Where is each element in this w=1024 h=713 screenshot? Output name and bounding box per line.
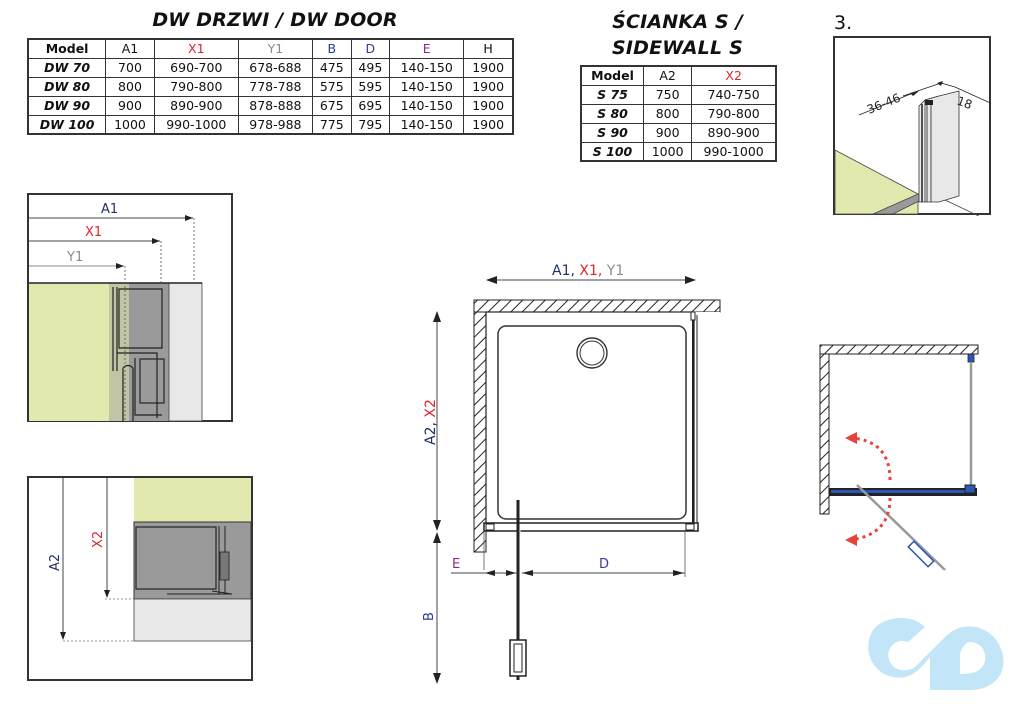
step3-isometric-detail: 36-46 18 (833, 36, 991, 216)
detail-a2-x2: A2 X2 (27, 476, 253, 681)
col-header-y1: Y1 (237, 38, 313, 59)
side-dimension-label: A2, X2 (423, 399, 439, 445)
x2-label: X2 (423, 399, 439, 418)
y1-cell: 678-688 (237, 57, 313, 78)
col-header-a2: A2 (642, 65, 693, 86)
brand-logo-icon (868, 617, 1004, 690)
a1-cell: 700 (105, 57, 155, 78)
table-row: DW 80 800 790-800 778-788 575 595 140-15… (27, 76, 514, 97)
left-wall (473, 311, 487, 553)
col-header-b: B (311, 38, 352, 59)
d-label: D (599, 557, 609, 572)
a2-label: A2 (423, 427, 439, 445)
x1-cell: 790-800 (153, 76, 239, 97)
a1-cell: 900 (105, 95, 155, 116)
x1-cell: 990-1000 (153, 114, 239, 135)
col-header-e: E (389, 38, 465, 59)
a2-label: A2 (48, 554, 63, 571)
table-row: DW 70 700 690-700 678-688 475 495 140-15… (27, 57, 514, 78)
table-row: S 75 750 740-750 (580, 84, 777, 105)
swing-arrow-icon (845, 432, 857, 444)
door-table-title: DW DRZWI / DW DOOR (152, 9, 398, 31)
sidewall-dimensions-table: Model A2 X2 S 75 750 740-750 S 80 800 79… (580, 65, 777, 162)
a1-label: A1 (101, 202, 118, 217)
x2-cell: 890-900 (691, 122, 777, 143)
x2-cell: 740-750 (691, 84, 777, 105)
a1-cell: 1000 (105, 114, 155, 135)
d-cell: 795 (350, 114, 391, 135)
h-cell: 1900 (463, 57, 514, 78)
sidewall-title-line2: SIDEWALL S (611, 37, 743, 59)
y1-label: Y1 (66, 250, 83, 265)
door-dimensions-table: Model A1 X1 Y1 B D E H DW 70 700 690-700… (27, 38, 514, 135)
model-cell: DW 100 (27, 114, 107, 135)
col-header-model: Model (580, 65, 644, 86)
col-header-model: Model (27, 38, 107, 59)
table-header-row: Model A1 X1 Y1 B D E H (27, 38, 514, 59)
y1-cell: 778-788 (237, 76, 313, 97)
sidewall-title-line1: ŚCIANKA S / (612, 11, 743, 33)
dim-profile-depth-label: 18 (955, 94, 974, 112)
model-cell: S 80 (580, 103, 644, 124)
col-header-x1: X1 (153, 38, 239, 59)
a2-cell: 1000 (642, 141, 693, 162)
x1-cell: 890-900 (153, 95, 239, 116)
model-cell: DW 90 (27, 95, 107, 116)
col-header-d: D (350, 38, 391, 59)
x1-label: X1 (85, 225, 102, 240)
table-row: S 90 900 890-900 (580, 122, 777, 143)
x2-cell: 790-800 (691, 103, 777, 124)
table-row: S 80 800 790-800 (580, 103, 777, 124)
col-header-a1: A1 (105, 38, 155, 59)
x1-label: X1 (579, 263, 598, 279)
shower-plan-view: A1, X1, Y1 A2, X2 B E D (422, 263, 721, 684)
detail-a1-x1-y1: A1 X1 Y1 (27, 193, 233, 422)
y1-label: Y1 (606, 263, 624, 279)
b-label: B (422, 612, 437, 621)
sidewall-table-title: ŚCIANKA S / SIDEWALL S (575, 9, 780, 61)
y1-cell: 978-988 (237, 114, 313, 135)
h-cell: 1900 (463, 114, 514, 135)
b-cell: 675 (311, 95, 352, 116)
door-swing-diagram (819, 344, 979, 571)
h-cell: 1900 (463, 95, 514, 116)
d-cell: 695 (350, 95, 391, 116)
step-number-label: 3. (834, 12, 853, 34)
b-cell: 775 (311, 114, 352, 135)
a2-cell: 750 (642, 84, 693, 105)
x2-label: X2 (91, 531, 106, 548)
table-row: DW 90 900 890-900 878-888 675 695 140-15… (27, 95, 514, 116)
model-cell: DW 70 (27, 57, 107, 78)
a1-cell: 800 (105, 76, 155, 97)
e-cell: 140-150 (389, 57, 465, 78)
e-label: E (452, 557, 460, 572)
model-cell: DW 80 (27, 76, 107, 97)
e-cell: 140-150 (389, 114, 465, 135)
model-cell: S 100 (580, 141, 644, 162)
a2-cell: 900 (642, 122, 693, 143)
col-header-x2: X2 (691, 65, 777, 86)
b-cell: 475 (311, 57, 352, 78)
b-cell: 575 (311, 76, 352, 97)
top-wall (473, 299, 721, 313)
y1-cell: 878-888 (237, 95, 313, 116)
x1-cell: 690-700 (153, 57, 239, 78)
table-row: DW 100 1000 990-1000 978-988 775 795 140… (27, 114, 514, 135)
model-cell: S 75 (580, 84, 644, 105)
model-cell: S 90 (580, 122, 644, 143)
a2-cell: 800 (642, 103, 693, 124)
x2-cell: 990-1000 (691, 141, 777, 162)
table-row: S 100 1000 990-1000 (580, 141, 777, 162)
d-cell: 595 (350, 76, 391, 97)
door-handle-icon (907, 540, 935, 568)
table-header-row: Model A2 X2 (580, 65, 777, 86)
e-cell: 140-150 (389, 95, 465, 116)
col-header-h: H (463, 38, 514, 59)
top-dimension-label: A1, X1, Y1 (552, 263, 624, 279)
h-cell: 1900 (463, 76, 514, 97)
a1-label: A1 (552, 263, 570, 279)
d-cell: 495 (350, 57, 391, 78)
e-cell: 140-150 (389, 76, 465, 97)
swing-arrow-icon (845, 534, 857, 546)
